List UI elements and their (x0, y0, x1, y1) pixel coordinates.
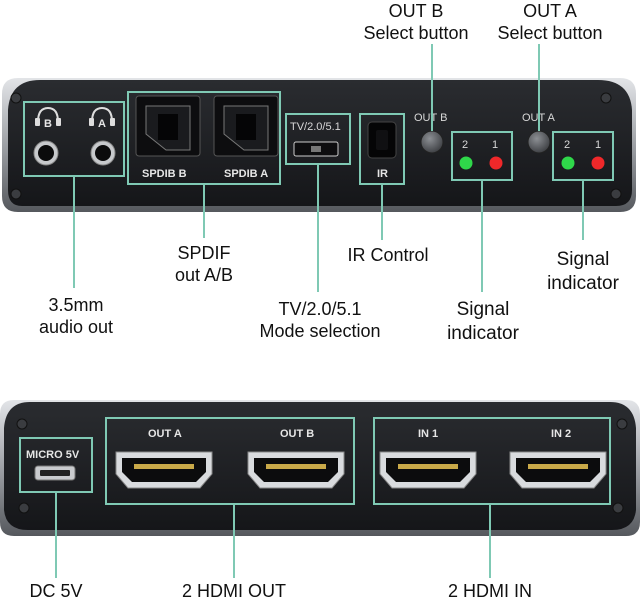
callout-line: Signal (456, 299, 510, 320)
out-b-panel-label: OUT B (414, 112, 447, 124)
callout-out-b-button: OUT B Select button (352, 0, 480, 44)
callout-signal-indicator-right: Signal indicator (530, 248, 636, 296)
callout-signal-indicator-left: Signal indicator (430, 298, 536, 346)
callout-line: 2 HDMI OUT (181, 581, 286, 601)
callout-line: indicator (447, 323, 519, 344)
hdmi-port-out-b (247, 451, 345, 489)
callout-line: 3.5mm (48, 295, 104, 315)
callout-hdmi-out: 2 HDMI OUT (162, 580, 306, 602)
screw (612, 502, 624, 514)
spdif-port-a (213, 95, 279, 157)
callout-audio-out: 3.5mm audio out (26, 294, 126, 338)
led-label-1: 1 (595, 139, 601, 151)
hdmi-out-a-label: OUT A (148, 428, 182, 440)
callout-out-a-button: OUT A Select button (486, 0, 614, 44)
bottom-leader-lines (55, 492, 491, 578)
mode-label: TV/2.0/5.1 (290, 121, 341, 133)
spdif-b-label: SPDIB B (142, 168, 187, 180)
led-green (459, 156, 473, 170)
screw (616, 418, 628, 430)
screw (18, 502, 30, 514)
callout-ir-control: IR Control (332, 244, 444, 266)
hdmi-port-in-2 (509, 451, 607, 489)
hdmi-port-in-1 (379, 451, 477, 489)
ir-sensor-window (376, 130, 388, 150)
led-label-1: 1 (492, 139, 498, 151)
micro-label: MICRO 5V (26, 449, 80, 461)
screw (16, 418, 28, 430)
spdif-a-label: SPDIB A (224, 168, 268, 180)
audio-jack-a-hole (95, 145, 111, 161)
callout-hdmi-in: 2 HDMI IN (424, 580, 556, 602)
callout-line: audio out (38, 317, 114, 337)
screw (610, 188, 622, 200)
callout-line: Signal (556, 249, 610, 270)
headphone-a-label: A (98, 118, 106, 130)
headphone-b-label: B (44, 118, 52, 130)
hdmi-in-highlight (373, 417, 611, 505)
top-leader-lines (73, 44, 584, 292)
callout-line: Select button (363, 23, 469, 43)
led-label-2: 2 (564, 139, 570, 151)
screw (10, 188, 22, 200)
bottom-panel: MICRO 5V OUT A OUT B IN 1 IN 2 (0, 400, 640, 536)
callout-line: indicator (547, 273, 619, 294)
callout-line: TV/2.0/5.1 (278, 299, 362, 319)
screw (600, 92, 612, 104)
hdmi-in-2-label: IN 2 (551, 428, 571, 440)
callout-line: DC 5V (29, 581, 83, 601)
callout-line: SPDIF (177, 243, 231, 263)
hdmi-out-b-label: OUT B (280, 428, 314, 440)
callout-line: Select button (497, 23, 603, 43)
callout-line: IR Control (347, 245, 429, 265)
callout-spdif: SPDIF out A/B (150, 242, 258, 286)
callout-line: OUT B (388, 1, 444, 21)
callout-line: out A/B (174, 265, 234, 285)
out-b-select-button (420, 130, 444, 154)
hdmi-in-1-label: IN 1 (418, 428, 438, 440)
headphone-a-icon (89, 106, 115, 126)
ir-label: IR (377, 168, 388, 180)
led-green (561, 156, 575, 170)
callout-dc: DC 5V (14, 580, 98, 602)
led-red (591, 156, 605, 170)
led-label-2: 2 (462, 139, 468, 151)
callout-line: OUT A (523, 1, 577, 21)
top-panel: B A SPDIB B SPDIB A TV/2.0/5.1 (2, 78, 636, 212)
out-a-select-button (527, 130, 551, 154)
audio-jack-b-hole (38, 145, 54, 161)
callout-line: Mode selection (259, 321, 381, 341)
hdmi-out-highlight (105, 417, 355, 505)
headphone-b-icon (35, 106, 61, 126)
micro-usb-slot (40, 470, 70, 476)
hdmi-port-out-a (115, 451, 213, 489)
spdif-port-b (135, 95, 201, 157)
mode-switch-knob (311, 146, 321, 152)
screw (10, 92, 22, 104)
callout-mode-selection: TV/2.0/5.1 Mode selection (246, 298, 394, 342)
led-red (489, 156, 503, 170)
callout-line: 2 HDMI IN (447, 581, 532, 601)
